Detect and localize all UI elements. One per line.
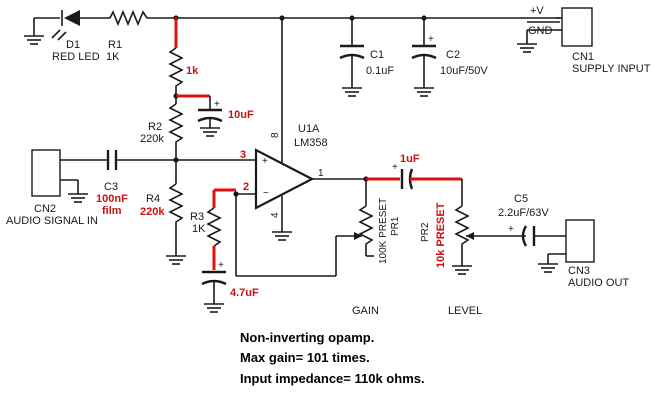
plus-v-label: +V bbox=[530, 5, 544, 17]
connector-cn3 bbox=[565, 219, 595, 263]
capacitor-4-7uf-value: 4.7uF bbox=[230, 287, 259, 299]
resistor-r4 bbox=[168, 183, 184, 256]
ground-symbol-r4 bbox=[166, 255, 186, 265]
c1-value-label: 0.1uF bbox=[366, 65, 394, 77]
ground-symbol-opamp bbox=[272, 231, 292, 241]
cn3-ref-label: CN3 bbox=[568, 265, 590, 277]
cn1-name-label: SUPPLY INPUT bbox=[572, 63, 651, 75]
capacitor-4-7uf: + bbox=[201, 260, 227, 313]
cn2-name-label: AUDIO SIGNAL IN bbox=[6, 215, 98, 227]
pin2-label: 2 bbox=[243, 181, 249, 193]
c3-value-label: 100nF bbox=[96, 193, 128, 205]
resistor-r3 bbox=[206, 207, 222, 247]
level-label: LEVEL bbox=[448, 305, 482, 317]
pin3-label: 3 bbox=[240, 149, 246, 161]
pr2-value-label: 10k PRESET bbox=[435, 202, 447, 268]
capacitor-1uf: + bbox=[392, 162, 414, 190]
resistor-r2 bbox=[168, 103, 184, 160]
resistor-1k-value: 1k bbox=[186, 65, 199, 77]
svg-text:+: + bbox=[508, 224, 514, 235]
pin1-label: 1 bbox=[318, 168, 324, 179]
pr1-value-label: 100K PRESET bbox=[378, 198, 389, 264]
capacitor-c1 bbox=[339, 18, 365, 97]
c2-ref-label: C2 bbox=[446, 49, 460, 61]
pr2-ref-label: PR2 bbox=[420, 222, 431, 242]
c2-value-label: 10uF/50V bbox=[440, 65, 488, 77]
ground-symbol-cn2 bbox=[68, 180, 88, 203]
capacitor-10uf-value: 10uF bbox=[228, 109, 254, 121]
d1-ref-label: D1 bbox=[66, 39, 80, 51]
ground-symbol-cn3 bbox=[538, 254, 558, 273]
gain-label: GAIN bbox=[352, 305, 379, 317]
svg-text:+: + bbox=[428, 34, 434, 45]
resistor-r1 bbox=[109, 9, 150, 27]
c3-ref-label: C3 bbox=[104, 181, 118, 193]
note-line-1: Non-inverting opamp. bbox=[240, 330, 374, 345]
r1-value-label: 1K bbox=[106, 51, 120, 63]
svg-text:+: + bbox=[214, 99, 220, 110]
cn3-name-label: AUDIO OUT bbox=[568, 277, 629, 289]
r1-ref-label: R1 bbox=[108, 39, 122, 51]
ground-symbol-cn1 bbox=[517, 30, 537, 53]
svg-text:+: + bbox=[218, 260, 224, 271]
r2-value-label: 220k bbox=[140, 133, 164, 145]
capacitor-c2: + bbox=[411, 18, 437, 97]
r4-value-label: 220k bbox=[140, 206, 165, 218]
preset-pr2 bbox=[452, 179, 526, 275]
ground-symbol-led bbox=[24, 18, 44, 45]
c1-ref-label: C1 bbox=[370, 49, 384, 61]
c5-value-label: 2.2uF/63V bbox=[498, 207, 549, 219]
c5-ref-label: C5 bbox=[514, 193, 528, 205]
capacitor-1uf-value: 1uF bbox=[400, 153, 420, 165]
opamp-u1a bbox=[254, 148, 315, 210]
pr1-ref-label: PR1 bbox=[390, 216, 401, 236]
svg-text:−: − bbox=[263, 188, 269, 199]
c3-type-label: film bbox=[102, 205, 122, 217]
r4-ref-label: R4 bbox=[146, 193, 160, 205]
note-line-2: Max gain= 101 times. bbox=[240, 350, 370, 365]
resistor-1k bbox=[168, 47, 184, 96]
r2-ref-label: R2 bbox=[148, 121, 162, 133]
pin8-label: 8 bbox=[270, 132, 281, 138]
led-d1 bbox=[51, 10, 80, 41]
connector-cn2 bbox=[31, 149, 61, 197]
pin4-label: 4 bbox=[270, 212, 281, 218]
gnd-label: GND bbox=[528, 25, 553, 37]
svg-text:+: + bbox=[392, 162, 398, 173]
capacitor-10uf: + bbox=[197, 96, 223, 137]
d1-value-label: RED LED bbox=[52, 51, 100, 63]
svg-text:+: + bbox=[262, 156, 268, 167]
connector-cn1 bbox=[561, 7, 593, 47]
r3-ref-label: R3 bbox=[190, 211, 204, 223]
preset-pr1 bbox=[336, 179, 374, 257]
u1a-value-label: LM358 bbox=[294, 137, 328, 149]
cn2-ref-label: CN2 bbox=[34, 203, 56, 215]
top-rail bbox=[34, 17, 560, 23]
u1a-ref-label: U1A bbox=[298, 123, 320, 135]
cn1-ref-label: CN1 bbox=[572, 51, 594, 63]
capacitor-c3 bbox=[106, 150, 118, 170]
capacitor-c5: + bbox=[508, 224, 536, 247]
r3-value-label: 1K bbox=[192, 223, 206, 235]
note-line-3: Input impedance= 110k ohms. bbox=[240, 371, 425, 386]
